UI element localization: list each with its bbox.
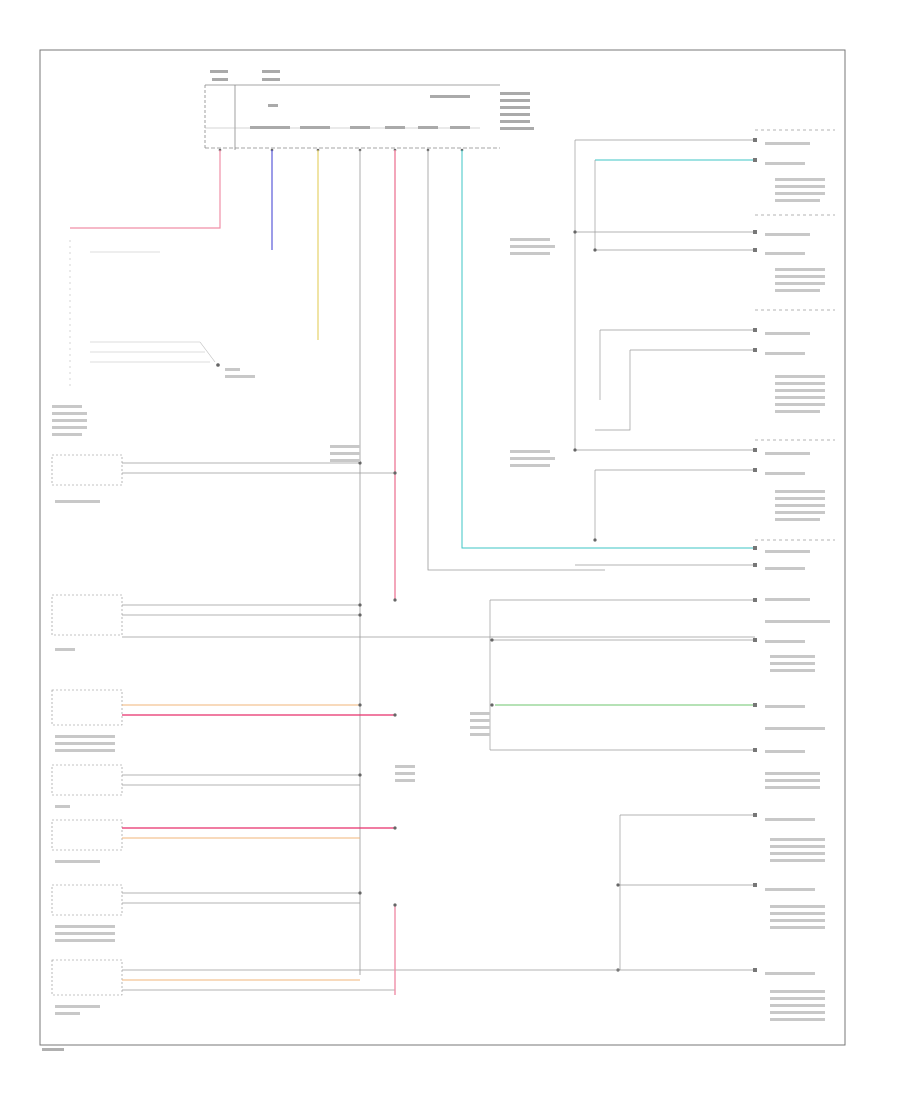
top-wires — [70, 150, 755, 975]
top-module — [204, 70, 534, 150]
diagram-frame — [39, 49, 846, 1046]
page-code-mark — [42, 1048, 64, 1051]
right-middle-wiring — [489, 599, 755, 751]
upper-left-leads — [69, 240, 220, 390]
right-upper-wiring — [574, 129, 835, 566]
left-leads — [122, 462, 755, 991]
right-lower-wiring — [616, 814, 755, 972]
left-component-blocks — [51, 454, 123, 996]
right-terminals — [753, 138, 757, 972]
faint-label-blocks — [52, 142, 830, 1021]
splice-points — [358, 230, 597, 907]
top-connector-pins — [218, 148, 464, 152]
